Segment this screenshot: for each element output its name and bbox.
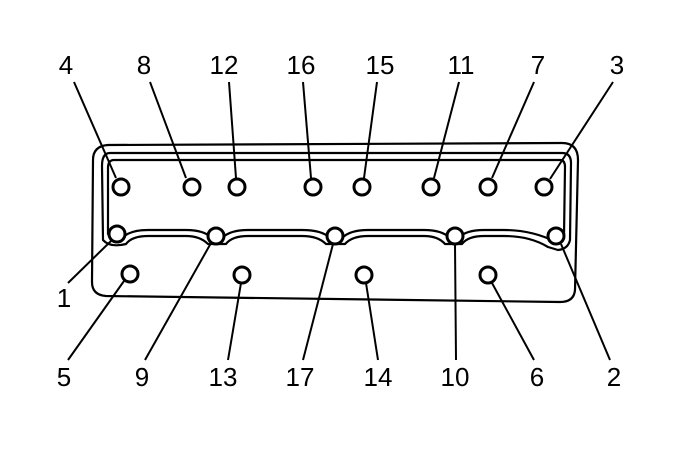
leader-11 bbox=[433, 81, 460, 179]
bolt-label-10: 10 bbox=[441, 362, 470, 392]
bolt-label-6: 6 bbox=[530, 362, 544, 392]
head-outer-edge bbox=[90, 141, 580, 304]
bolt-hole-15 bbox=[352, 177, 372, 197]
bolt-label-3: 3 bbox=[610, 50, 624, 80]
bolt-hole-9 bbox=[206, 226, 226, 246]
bolt-label-17: 17 bbox=[286, 362, 315, 392]
leader-9 bbox=[144, 242, 212, 361]
bolt-hole-14 bbox=[354, 265, 374, 285]
bolt-label-11: 11 bbox=[448, 50, 475, 80]
bolt-label-7: 7 bbox=[531, 50, 545, 80]
bolt-hole-11 bbox=[421, 177, 441, 197]
bolt-hole-6 bbox=[478, 265, 498, 285]
bolt-hole-8 bbox=[182, 177, 202, 197]
leader-6 bbox=[491, 282, 535, 361]
bolt-label-15: 15 bbox=[366, 50, 395, 80]
leader-5 bbox=[67, 280, 125, 361]
bolt-label-9: 9 bbox=[135, 362, 149, 392]
bolt-hole-12 bbox=[227, 177, 247, 197]
leader-12 bbox=[228, 81, 237, 179]
bolt-hole-2 bbox=[546, 226, 566, 246]
bolt-hole-7 bbox=[478, 177, 498, 197]
leader-14 bbox=[365, 282, 379, 361]
leader-15 bbox=[363, 81, 378, 179]
bolt-label-14: 14 bbox=[364, 362, 393, 392]
bolt-label-5: 5 bbox=[57, 362, 71, 392]
leader-1 bbox=[67, 240, 112, 284]
leader-16 bbox=[302, 81, 312, 179]
leader-7 bbox=[491, 81, 535, 179]
leader-lines bbox=[67, 81, 614, 361]
leader-2 bbox=[560, 243, 611, 361]
leader-17 bbox=[302, 243, 334, 361]
leader-4 bbox=[73, 81, 117, 179]
bolt-label-4: 4 bbox=[59, 50, 73, 80]
bolt-label-16: 16 bbox=[287, 50, 316, 80]
bolt-label-12: 12 bbox=[210, 50, 239, 80]
bolt-hole-16 bbox=[303, 177, 323, 197]
bolt-hole-3 bbox=[534, 177, 554, 197]
bolt-hole-1 bbox=[107, 224, 127, 244]
bolt-hole-10 bbox=[445, 226, 465, 246]
bolt-label-8: 8 bbox=[137, 50, 151, 80]
bolt-hole-13 bbox=[232, 265, 252, 285]
bolt-label-13: 13 bbox=[209, 362, 238, 392]
cylinder-head-outline bbox=[90, 141, 580, 304]
bolt-hole-17 bbox=[325, 226, 345, 246]
leader-13 bbox=[227, 282, 242, 361]
gasket-border bbox=[100, 151, 573, 252]
bolt-labels: 4 8 12 16 15 11 7 3 1 5 9 13 17 14 10 6 … bbox=[57, 50, 624, 392]
bolt-hole-5 bbox=[120, 264, 140, 284]
leader-3 bbox=[549, 81, 614, 180]
bolt-label-1: 1 bbox=[57, 283, 71, 313]
bolt-label-2: 2 bbox=[607, 362, 621, 392]
bolt-hole-4 bbox=[111, 177, 131, 197]
leader-8 bbox=[149, 81, 187, 179]
leader-10 bbox=[454, 243, 457, 361]
